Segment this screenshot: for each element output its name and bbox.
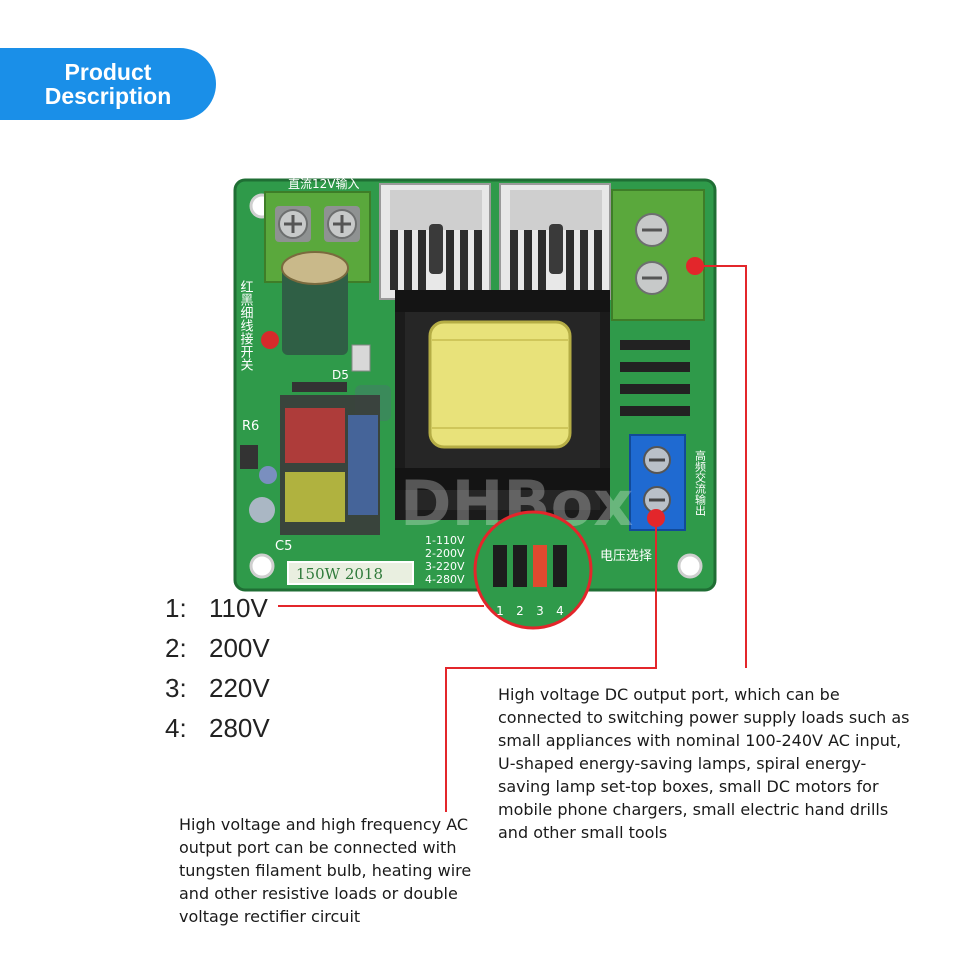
rectifier-diodes: [620, 340, 690, 416]
ac-output-terminal: [611, 189, 705, 321]
voltage-select-silk: 电压选择: [600, 549, 652, 564]
heatsink-left: [379, 183, 491, 300]
voltage-option-value: 200V: [209, 633, 270, 663]
voltage-option: 3: 220V: [165, 668, 270, 708]
heatsink-right: [499, 183, 611, 300]
jumper-zoom: 1 2 3 4: [473, 510, 593, 630]
ac-output-description: High voltage and high frequency AC outpu…: [179, 815, 472, 926]
voltage-option-number: 3:: [165, 673, 187, 703]
silk-left-label: 红黑细线接开关: [238, 279, 254, 371]
silk-top-label: 直流12V输入: [288, 176, 359, 191]
voltage-option: 4: 280V: [165, 708, 270, 748]
jumper-pin-1: 1: [496, 604, 504, 618]
jumper-map-3: 3-220V: [425, 560, 465, 573]
product-description-badge: Product Description: [0, 48, 216, 120]
voltage-option-value: 280V: [209, 713, 270, 743]
voltage-option: 1: 110V: [165, 588, 270, 628]
ref-c5: C5: [275, 539, 292, 554]
jumper-map-4: 4-280V: [425, 573, 465, 586]
red-led: [261, 331, 279, 349]
jumper-pin-4: 4: [556, 604, 564, 618]
jumper-pin-2: 2: [516, 604, 524, 618]
badge-title: Product Description: [44, 59, 172, 109]
inverter-board-photo: 直流12V输入: [233, 176, 717, 630]
voltage-options-list: 1: 110V 2: 200V 3: 220V 4: 280V: [165, 588, 270, 748]
jumper-cap: [533, 545, 547, 587]
jumper-pin-3: 3: [536, 604, 544, 618]
dc-output-terminal: [629, 434, 686, 531]
transformer: [395, 290, 610, 520]
ref-r6: R6: [242, 419, 259, 434]
voltage-option-number: 4:: [165, 713, 187, 743]
voltage-option: 2: 200V: [165, 628, 270, 668]
voltage-option-number: 1:: [165, 593, 187, 623]
voltage-option-value: 220V: [209, 673, 270, 703]
voltage-option-number: 2:: [165, 633, 187, 663]
voltage-option-value: 110V: [209, 593, 268, 623]
ref-d5: D5: [332, 368, 349, 382]
jumper-map-2: 2-200V: [425, 547, 465, 560]
electrolytic-capacitor: [281, 251, 349, 355]
model-label: 150W 2018: [296, 565, 383, 583]
dc-output-description: High voltage DC output port, which can b…: [498, 685, 910, 842]
silk-right-label: 高频交流输出: [694, 449, 707, 516]
